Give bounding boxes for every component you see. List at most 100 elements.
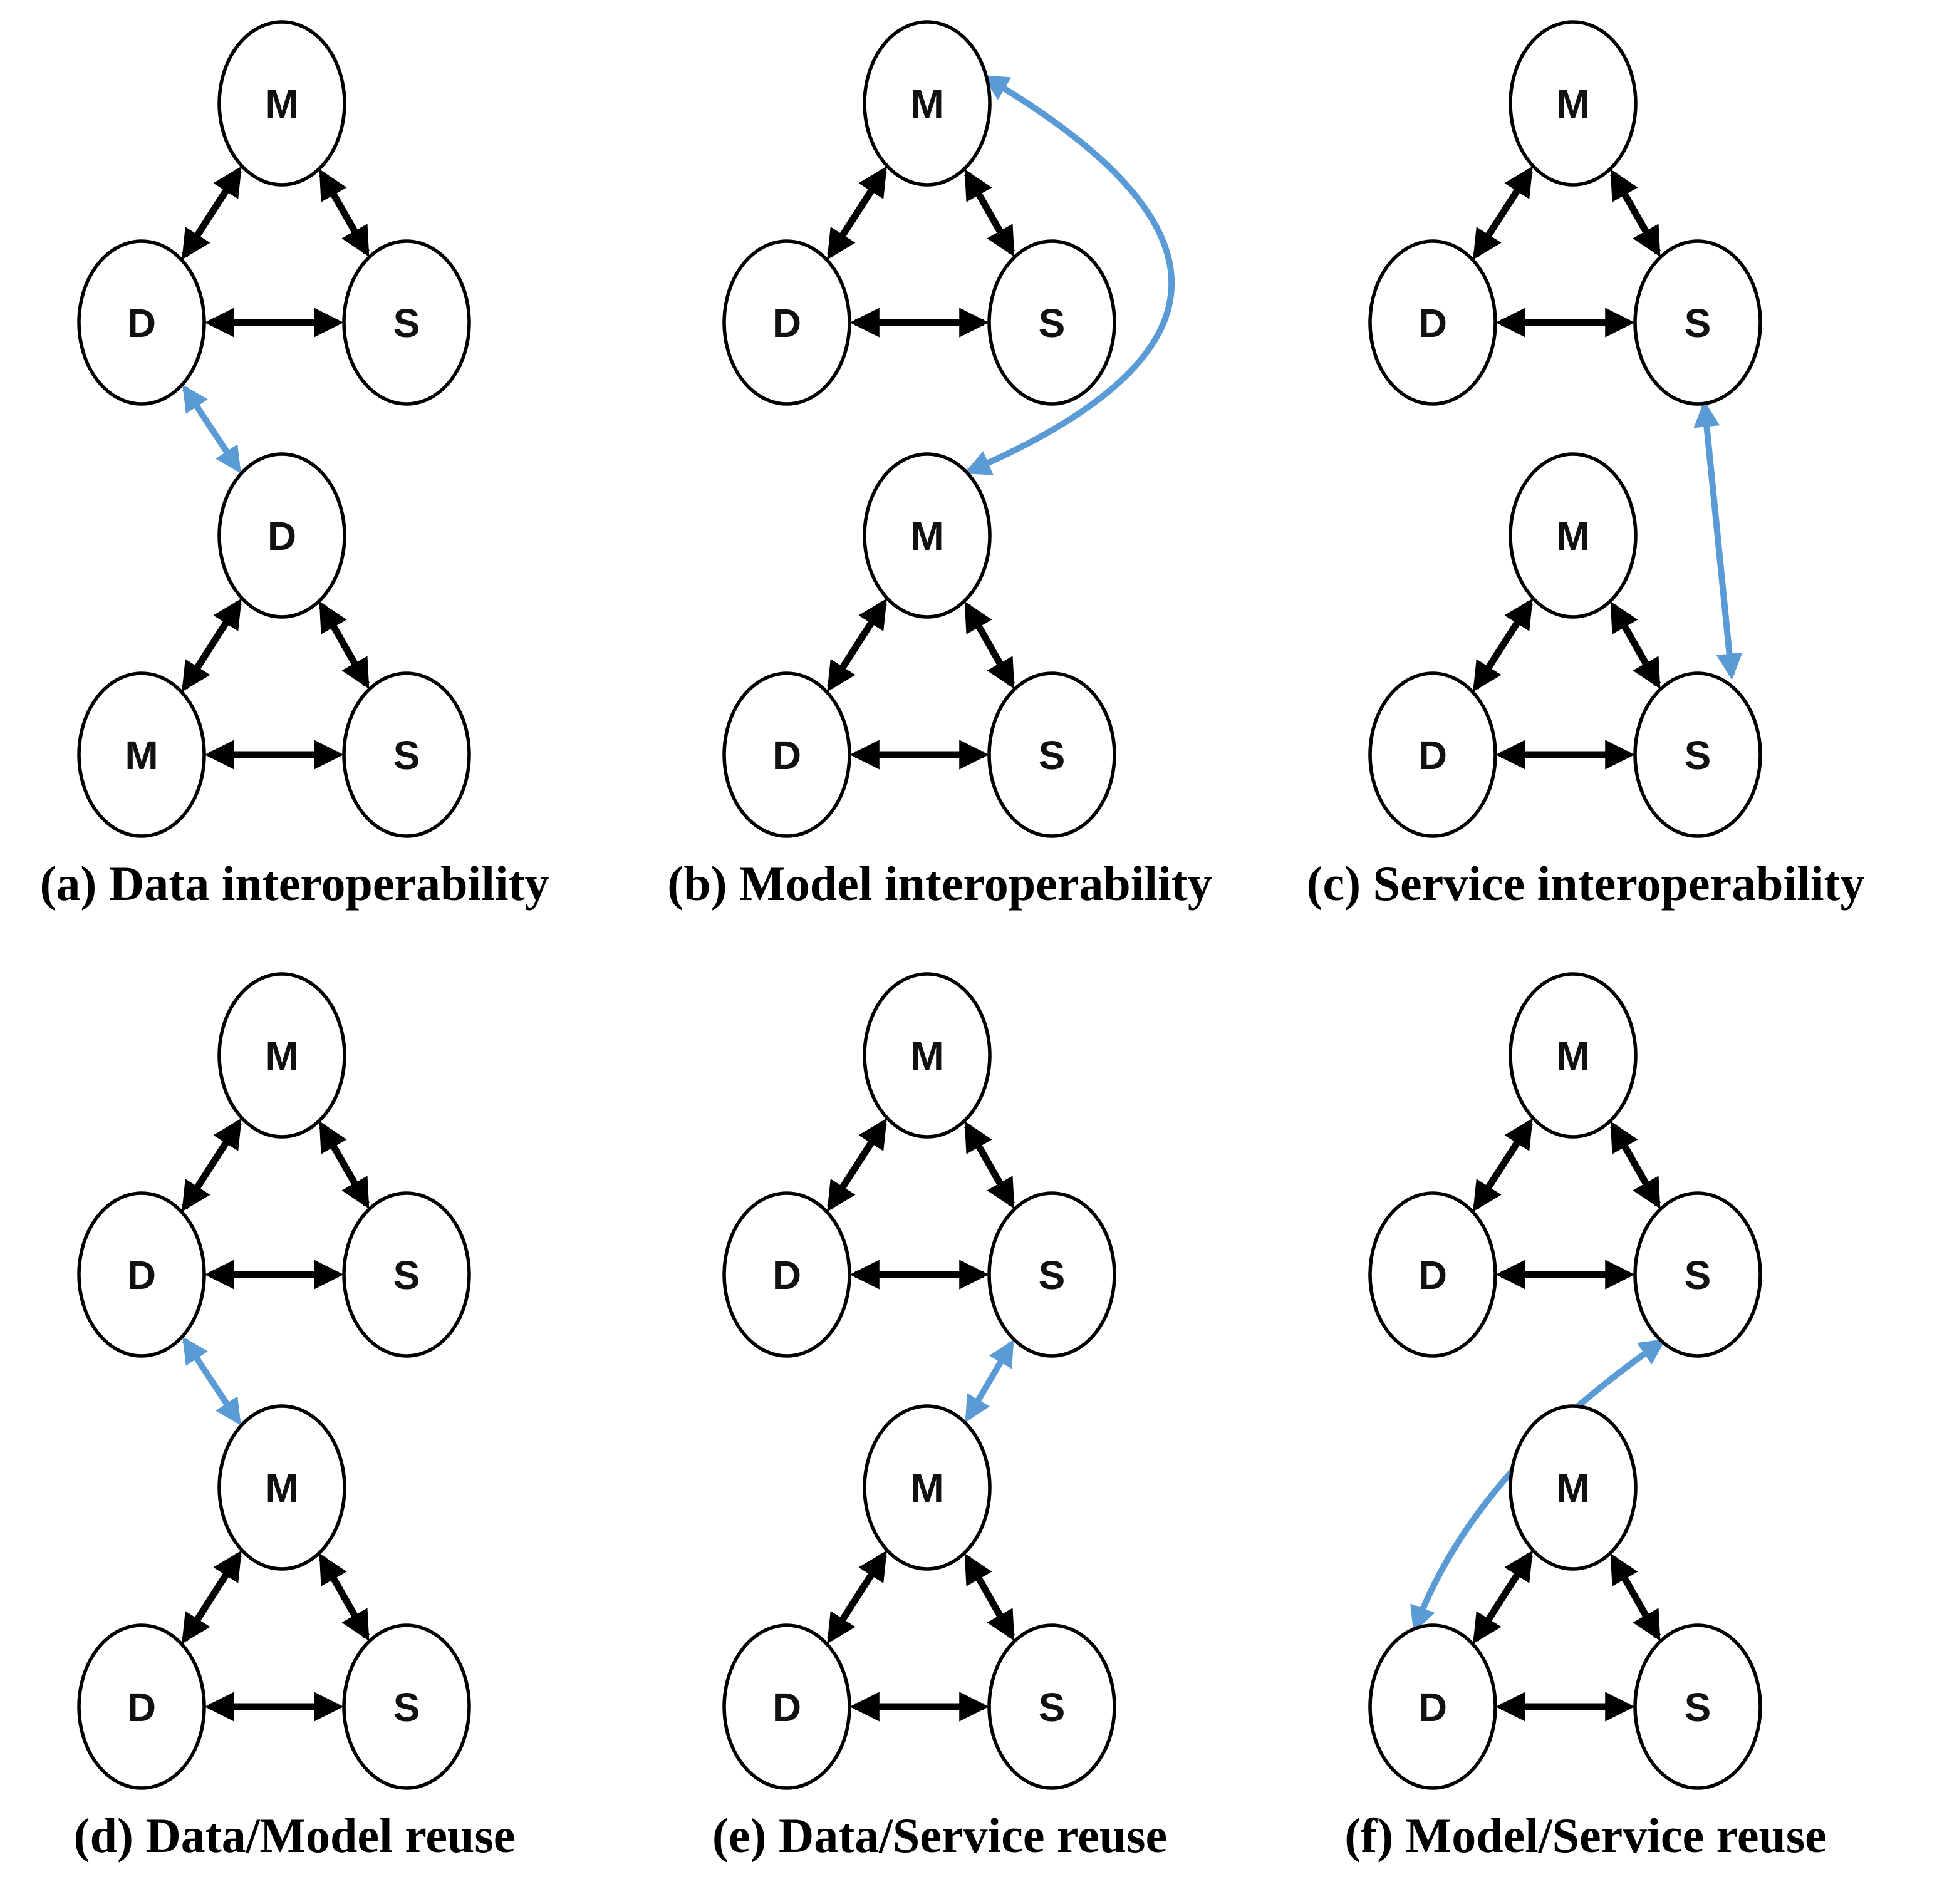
bottom-node-D: D bbox=[1368, 671, 1497, 838]
bottom-node-M: M bbox=[77, 671, 206, 838]
top-node-S-circle bbox=[342, 239, 471, 406]
bottom-node-S: S bbox=[987, 671, 1116, 838]
bottom-node-S-circle bbox=[342, 671, 471, 838]
top-triangle-edge-M-D bbox=[182, 166, 242, 260]
top-triangle-edge-M-D bbox=[182, 1118, 242, 1212]
bottom-node-D: D bbox=[1368, 1623, 1497, 1790]
top-node-S-label: S bbox=[1685, 1253, 1711, 1298]
panel-e-caption: (e) Data/Service reuse bbox=[712, 1808, 1168, 1863]
bottom-node-M-circle bbox=[1509, 452, 1638, 619]
top-node-S: S bbox=[987, 239, 1116, 406]
top-node-D-circle bbox=[1368, 1191, 1497, 1358]
bottom-node-D-label: D bbox=[1418, 733, 1447, 778]
bottom-node-D-label: D bbox=[127, 1685, 156, 1730]
bottom-node-S-circle bbox=[987, 1623, 1116, 1790]
panel-d-caption: (d) Data/Model reuse bbox=[73, 1808, 516, 1863]
top-node-M-label: M bbox=[1556, 1033, 1589, 1079]
top-node-S-circle bbox=[1633, 1191, 1762, 1358]
top-node-M-circle bbox=[863, 20, 992, 187]
top-node-D-label: D bbox=[127, 301, 156, 346]
top-node-S-circle bbox=[342, 1191, 471, 1358]
blue-link-arrow-D-M bbox=[182, 1337, 241, 1425]
top-node-M-label: M bbox=[265, 1033, 298, 1079]
blue-link-arrow-S-S bbox=[1693, 400, 1743, 680]
bottom-node-D: D bbox=[217, 452, 346, 619]
top-node-D-label: D bbox=[772, 301, 801, 346]
top-triangle-edge-M-S bbox=[319, 168, 370, 257]
top-node-D: D bbox=[722, 239, 851, 406]
top-node-D-circle bbox=[722, 1191, 851, 1358]
bottom-node-S-circle bbox=[1633, 671, 1762, 838]
bottom-node-D-circle bbox=[722, 1623, 851, 1790]
bottom-node-M: M bbox=[863, 452, 992, 619]
bottom-node-D-circle bbox=[722, 671, 851, 838]
bottom-node-S: S bbox=[1633, 671, 1762, 838]
bottom-node-S-circle bbox=[987, 671, 1116, 838]
bottom-node-M-label: M bbox=[910, 1466, 943, 1511]
top-node-D-circle bbox=[1368, 239, 1497, 406]
bottom-node-M: M bbox=[217, 1404, 346, 1571]
panel-f-caption: (f) Model/Service reuse bbox=[1344, 1808, 1827, 1863]
blue-link-arrow-S-D bbox=[1410, 1338, 1666, 1633]
bottom-triangle-edge-M-S bbox=[319, 1553, 370, 1642]
top-triangle-edge-M-D bbox=[827, 166, 887, 260]
bottom-node-S-label: S bbox=[393, 1685, 420, 1730]
bottom-node-D-circle bbox=[77, 1623, 206, 1790]
panel-c-caption: (c) Service interoperability bbox=[1306, 856, 1865, 911]
bottom-node-S-circle bbox=[1633, 1623, 1762, 1790]
top-triangle-edge-M-S bbox=[964, 168, 1015, 257]
bottom-node-S-circle bbox=[342, 1623, 471, 1790]
top-node-D-circle bbox=[722, 239, 851, 406]
top-node-M-circle bbox=[217, 20, 346, 187]
bottom-node-M-circle bbox=[217, 1404, 346, 1571]
top-node-D: D bbox=[77, 1191, 206, 1358]
bottom-triangle-edge-D-M bbox=[182, 598, 242, 692]
bottom-triangle-edge-M-D bbox=[1473, 598, 1533, 692]
top-node-M: M bbox=[863, 20, 992, 187]
top-node-S-label: S bbox=[1039, 1253, 1066, 1298]
top-node-D: D bbox=[77, 239, 206, 406]
top-node-D: D bbox=[1368, 239, 1497, 406]
panel-a-caption: (a) Data interoperability bbox=[39, 856, 549, 911]
top-node-M-label: M bbox=[265, 81, 298, 127]
bottom-node-D-label: D bbox=[772, 733, 801, 778]
top-node-M: M bbox=[1509, 972, 1638, 1139]
bottom-node-M-circle bbox=[863, 1404, 992, 1571]
top-node-M-label: M bbox=[1556, 81, 1589, 127]
bottom-triangle-edge-M-D bbox=[1473, 1550, 1533, 1644]
bottom-triangle-edge-D-S bbox=[319, 601, 370, 690]
bottom-node-M-label: M bbox=[125, 733, 158, 778]
top-node-M: M bbox=[217, 20, 346, 187]
bottom-node-M-label: M bbox=[1556, 514, 1589, 559]
top-node-S: S bbox=[342, 239, 471, 406]
top-node-M: M bbox=[217, 972, 346, 1139]
bottom-triangle-edge-M-S bbox=[964, 1553, 1015, 1642]
panel-b-caption: (b) Model interoperability bbox=[667, 856, 1212, 911]
top-node-M-circle bbox=[217, 972, 346, 1139]
bottom-node-D-label: D bbox=[267, 514, 296, 559]
top-triangle-edge-M-S bbox=[319, 1120, 370, 1209]
top-triangle-edge-M-D bbox=[1473, 166, 1533, 260]
top-node-S: S bbox=[1633, 239, 1762, 406]
bottom-node-M: M bbox=[1509, 452, 1638, 619]
bottom-node-M-circle bbox=[77, 671, 206, 838]
top-node-D-label: D bbox=[772, 1253, 801, 1298]
top-node-M: M bbox=[863, 972, 992, 1139]
top-triangle-edge-M-S bbox=[1610, 1120, 1661, 1209]
top-triangle-edge-M-S bbox=[964, 1120, 1015, 1209]
bottom-node-D-label: D bbox=[1418, 1685, 1447, 1730]
top-node-S: S bbox=[1633, 1191, 1762, 1358]
bottom-node-S-label: S bbox=[1039, 733, 1066, 778]
bottom-node-S: S bbox=[987, 1623, 1116, 1790]
